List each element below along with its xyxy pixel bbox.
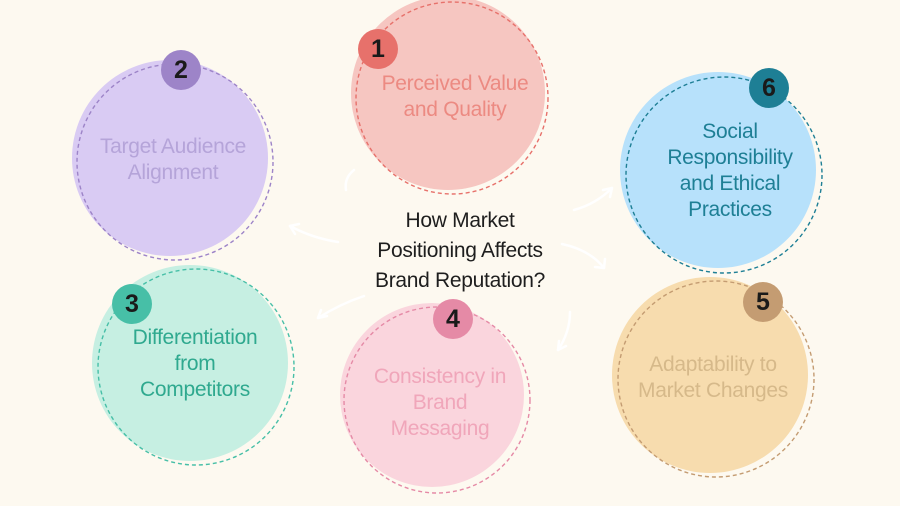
- node-6-label-line-3: and Ethical: [679, 172, 781, 195]
- arrow-to-node-2-head: [288, 222, 301, 236]
- node-1-label-line-1: Perceived Value: [381, 72, 529, 95]
- node-3-label: Differentiation from Competitors: [92, 325, 298, 403]
- node-5-dashed-ring: [617, 280, 815, 478]
- node-6-label: Social Responsibility and Ethical Practi…: [630, 119, 830, 223]
- arrow-to-node-4-head: [556, 339, 568, 352]
- arrow-to-node-6: [572, 186, 614, 212]
- center-title-line-2: Positioning Affects: [377, 239, 543, 262]
- node-1-circle: [351, 0, 545, 190]
- center-title-line-1: How Market: [405, 209, 515, 232]
- node-4-badge: [433, 299, 473, 339]
- node-3-label-line-2: from: [174, 352, 216, 375]
- node-2-label-line-2: Alignment: [127, 161, 219, 184]
- node-3-label-line-3: Competitors: [140, 378, 250, 401]
- node-4-label: Consistency in Brand Messaging: [340, 364, 540, 442]
- node-6-shape: [620, 68, 823, 274]
- node-5-badge: [743, 282, 783, 322]
- node-6-label-line-4: Practices: [688, 198, 772, 221]
- arrow-to-node-6-head: [601, 186, 614, 199]
- node-6-label-line-1: Social: [702, 120, 758, 143]
- node-5-label-line-1: Adaptability to: [649, 353, 777, 376]
- node-5-shape: [612, 277, 815, 478]
- arrow-to-node-3-head: [316, 308, 329, 320]
- arrow-to-node-5-head: [593, 257, 607, 270]
- node-2-label: Target Audience Alignment: [68, 134, 278, 186]
- center-title-line-3: Brand Reputation?: [374, 269, 546, 292]
- node-6-label-line-2: Responsibility: [667, 146, 793, 169]
- node-3-shape: [92, 265, 295, 466]
- node-3-label-line-1: Differentiation: [132, 326, 258, 349]
- node-5-circle: [612, 277, 808, 473]
- node-5-label-line-2: Market Changes: [638, 379, 788, 402]
- node-1-badge: [358, 29, 398, 69]
- node-3-badge: [112, 284, 152, 324]
- node-1-label: Perceived Value and Quality: [350, 71, 560, 123]
- node-2-circle: [72, 60, 268, 256]
- node-4-number: 4: [446, 305, 460, 333]
- node-4-label-line-2: Brand: [412, 391, 468, 414]
- node-2-badge: [161, 50, 201, 90]
- center-title: How Market Positioning Affects Brand Rep…: [330, 206, 590, 296]
- connector-arrows: [288, 168, 614, 352]
- node-4-shape: [340, 299, 531, 494]
- node-1-label-line-2: and Quality: [403, 98, 507, 121]
- node-2-number: 2: [174, 56, 188, 84]
- node-2-shape: [72, 50, 274, 261]
- arrow-to-node-5: [560, 242, 606, 270]
- node-1-shape: [351, 0, 549, 195]
- arrow-to-node-2: [288, 224, 340, 244]
- node-4-label-line-3: Messaging: [390, 417, 490, 440]
- node-2-dashed-ring: [76, 63, 274, 261]
- node-6-dashed-ring: [625, 76, 823, 274]
- arrow-to-node-3: [316, 294, 366, 320]
- node-1-number: 1: [371, 35, 385, 63]
- node-4-circle: [340, 303, 524, 487]
- arrow-to-node-1: [344, 168, 356, 192]
- node-5-number: 5: [756, 288, 770, 316]
- node-6-badge: [749, 68, 789, 108]
- node-4-label-line-1: Consistency in: [373, 365, 507, 388]
- node-2-label-line-1: Target Audience: [99, 135, 247, 158]
- node-3-dashed-ring: [97, 268, 295, 466]
- node-5-label: Adaptability to Market Changes: [608, 352, 818, 404]
- arrow-to-node-4: [556, 310, 572, 352]
- node-3-number: 3: [125, 290, 139, 318]
- node-6-number: 6: [762, 74, 776, 102]
- node-6-circle: [620, 72, 816, 268]
- node-1-dashed-ring: [355, 1, 549, 195]
